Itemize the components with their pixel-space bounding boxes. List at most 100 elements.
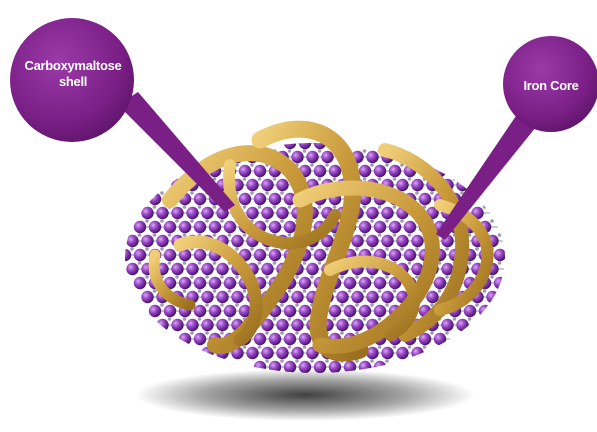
- iron-atom-sphere: [126, 263, 138, 275]
- lattice-node: [213, 233, 217, 237]
- iron-atom-sphere: [179, 221, 191, 233]
- iron-atom-sphere: [314, 165, 326, 177]
- iron-atom-sphere: [276, 319, 288, 331]
- lattice-node: [160, 303, 164, 307]
- lattice-node: [190, 191, 194, 195]
- lattice-node: [378, 289, 382, 293]
- lattice-node: [423, 345, 427, 349]
- lattice-node: [415, 191, 419, 195]
- lattice-node: [288, 149, 292, 153]
- iron-atom-sphere: [261, 263, 273, 275]
- lattice-node: [438, 289, 442, 293]
- lattice-node: [198, 205, 202, 209]
- lattice-node: [220, 303, 224, 307]
- lattice-node: [258, 177, 262, 181]
- iron-atom-sphere: [306, 263, 318, 275]
- lattice-node: [378, 345, 382, 349]
- iron-atom-sphere: [344, 277, 356, 289]
- lattice-node: [393, 177, 397, 181]
- iron-atom-sphere: [381, 291, 393, 303]
- lattice-node: [288, 345, 292, 349]
- lattice-node: [408, 261, 412, 265]
- iron-atom-sphere: [336, 319, 348, 331]
- iron-atom-sphere: [291, 151, 303, 163]
- iron-atom-sphere: [464, 305, 476, 317]
- lattice-node: [205, 303, 209, 307]
- iron-atom-sphere: [194, 221, 206, 233]
- iron-atom-sphere: [194, 333, 206, 345]
- lattice-node: [385, 219, 389, 223]
- lattice-node: [445, 247, 449, 251]
- iron-atom-sphere: [374, 305, 386, 317]
- iron-atom-sphere: [336, 291, 348, 303]
- lattice-node: [228, 289, 232, 293]
- lattice-node: [325, 247, 329, 251]
- iron-atom-sphere: [396, 179, 408, 191]
- ground-shadow: [135, 369, 475, 421]
- lattice-node: [355, 247, 359, 251]
- lattice-node: [198, 289, 202, 293]
- lattice-node: [265, 275, 269, 279]
- iron-atom-sphere: [164, 305, 176, 317]
- lattice-node: [250, 163, 254, 167]
- lattice-node: [273, 205, 277, 209]
- lattice-node: [490, 219, 494, 223]
- iron-atom-sphere: [224, 221, 236, 233]
- lattice-node: [303, 317, 307, 321]
- lattice-node: [363, 205, 367, 209]
- lattice-node: [340, 331, 344, 335]
- iron-atom-sphere: [209, 305, 221, 317]
- iron-atom-sphere: [351, 235, 363, 247]
- iron-atom-sphere: [149, 193, 161, 205]
- iron-atom-sphere: [134, 249, 146, 261]
- iron-atom-sphere: [494, 249, 506, 261]
- iron-atom-sphere: [389, 249, 401, 261]
- iron-atom-sphere: [201, 319, 213, 331]
- iron-atom-sphere: [486, 291, 498, 303]
- lattice-node: [168, 317, 172, 321]
- lattice-node: [175, 275, 179, 279]
- iron-atom-sphere: [186, 207, 198, 219]
- lattice-node: [505, 275, 509, 279]
- iron-atom-sphere: [404, 221, 416, 233]
- iron-atom-sphere: [291, 291, 303, 303]
- iron-atom-sphere: [291, 319, 303, 331]
- lattice-node: [303, 261, 307, 265]
- iron-atom-sphere: [359, 221, 371, 233]
- lattice-node: [475, 303, 479, 307]
- lattice-node: [243, 289, 247, 293]
- lattice-node: [468, 317, 472, 321]
- iron-atom-sphere: [411, 235, 423, 247]
- iron-atom-sphere: [329, 305, 341, 317]
- iron-atom-sphere: [284, 361, 296, 373]
- lattice-node: [498, 233, 502, 237]
- lattice-node: [430, 191, 434, 195]
- lattice-node: [243, 205, 247, 209]
- lattice-node: [385, 359, 389, 363]
- iron-atom-sphere: [494, 277, 506, 289]
- lattice-node: [183, 205, 187, 209]
- lattice-node: [340, 303, 344, 307]
- lattice-node: [288, 205, 292, 209]
- lattice-node: [310, 163, 314, 167]
- lattice-node: [138, 233, 142, 237]
- lattice-node: [355, 331, 359, 335]
- iron-atom-sphere: [479, 305, 491, 317]
- lattice-node: [385, 247, 389, 251]
- lattice-node: [228, 317, 232, 321]
- iron-atom-sphere: [306, 151, 318, 163]
- lattice-node: [175, 219, 179, 223]
- iron-atom-sphere: [194, 249, 206, 261]
- lattice-node: [220, 219, 224, 223]
- lattice-node: [370, 219, 374, 223]
- iron-atom-sphere: [246, 179, 258, 191]
- iron-atom-sphere: [194, 277, 206, 289]
- iron-atom-sphere: [134, 277, 146, 289]
- lattice-node: [378, 317, 382, 321]
- lattice-node: [385, 303, 389, 307]
- lattice-node: [303, 345, 307, 349]
- iron-atom-sphere: [359, 277, 371, 289]
- iron-atom-sphere: [171, 207, 183, 219]
- iron-atom-sphere: [396, 347, 408, 359]
